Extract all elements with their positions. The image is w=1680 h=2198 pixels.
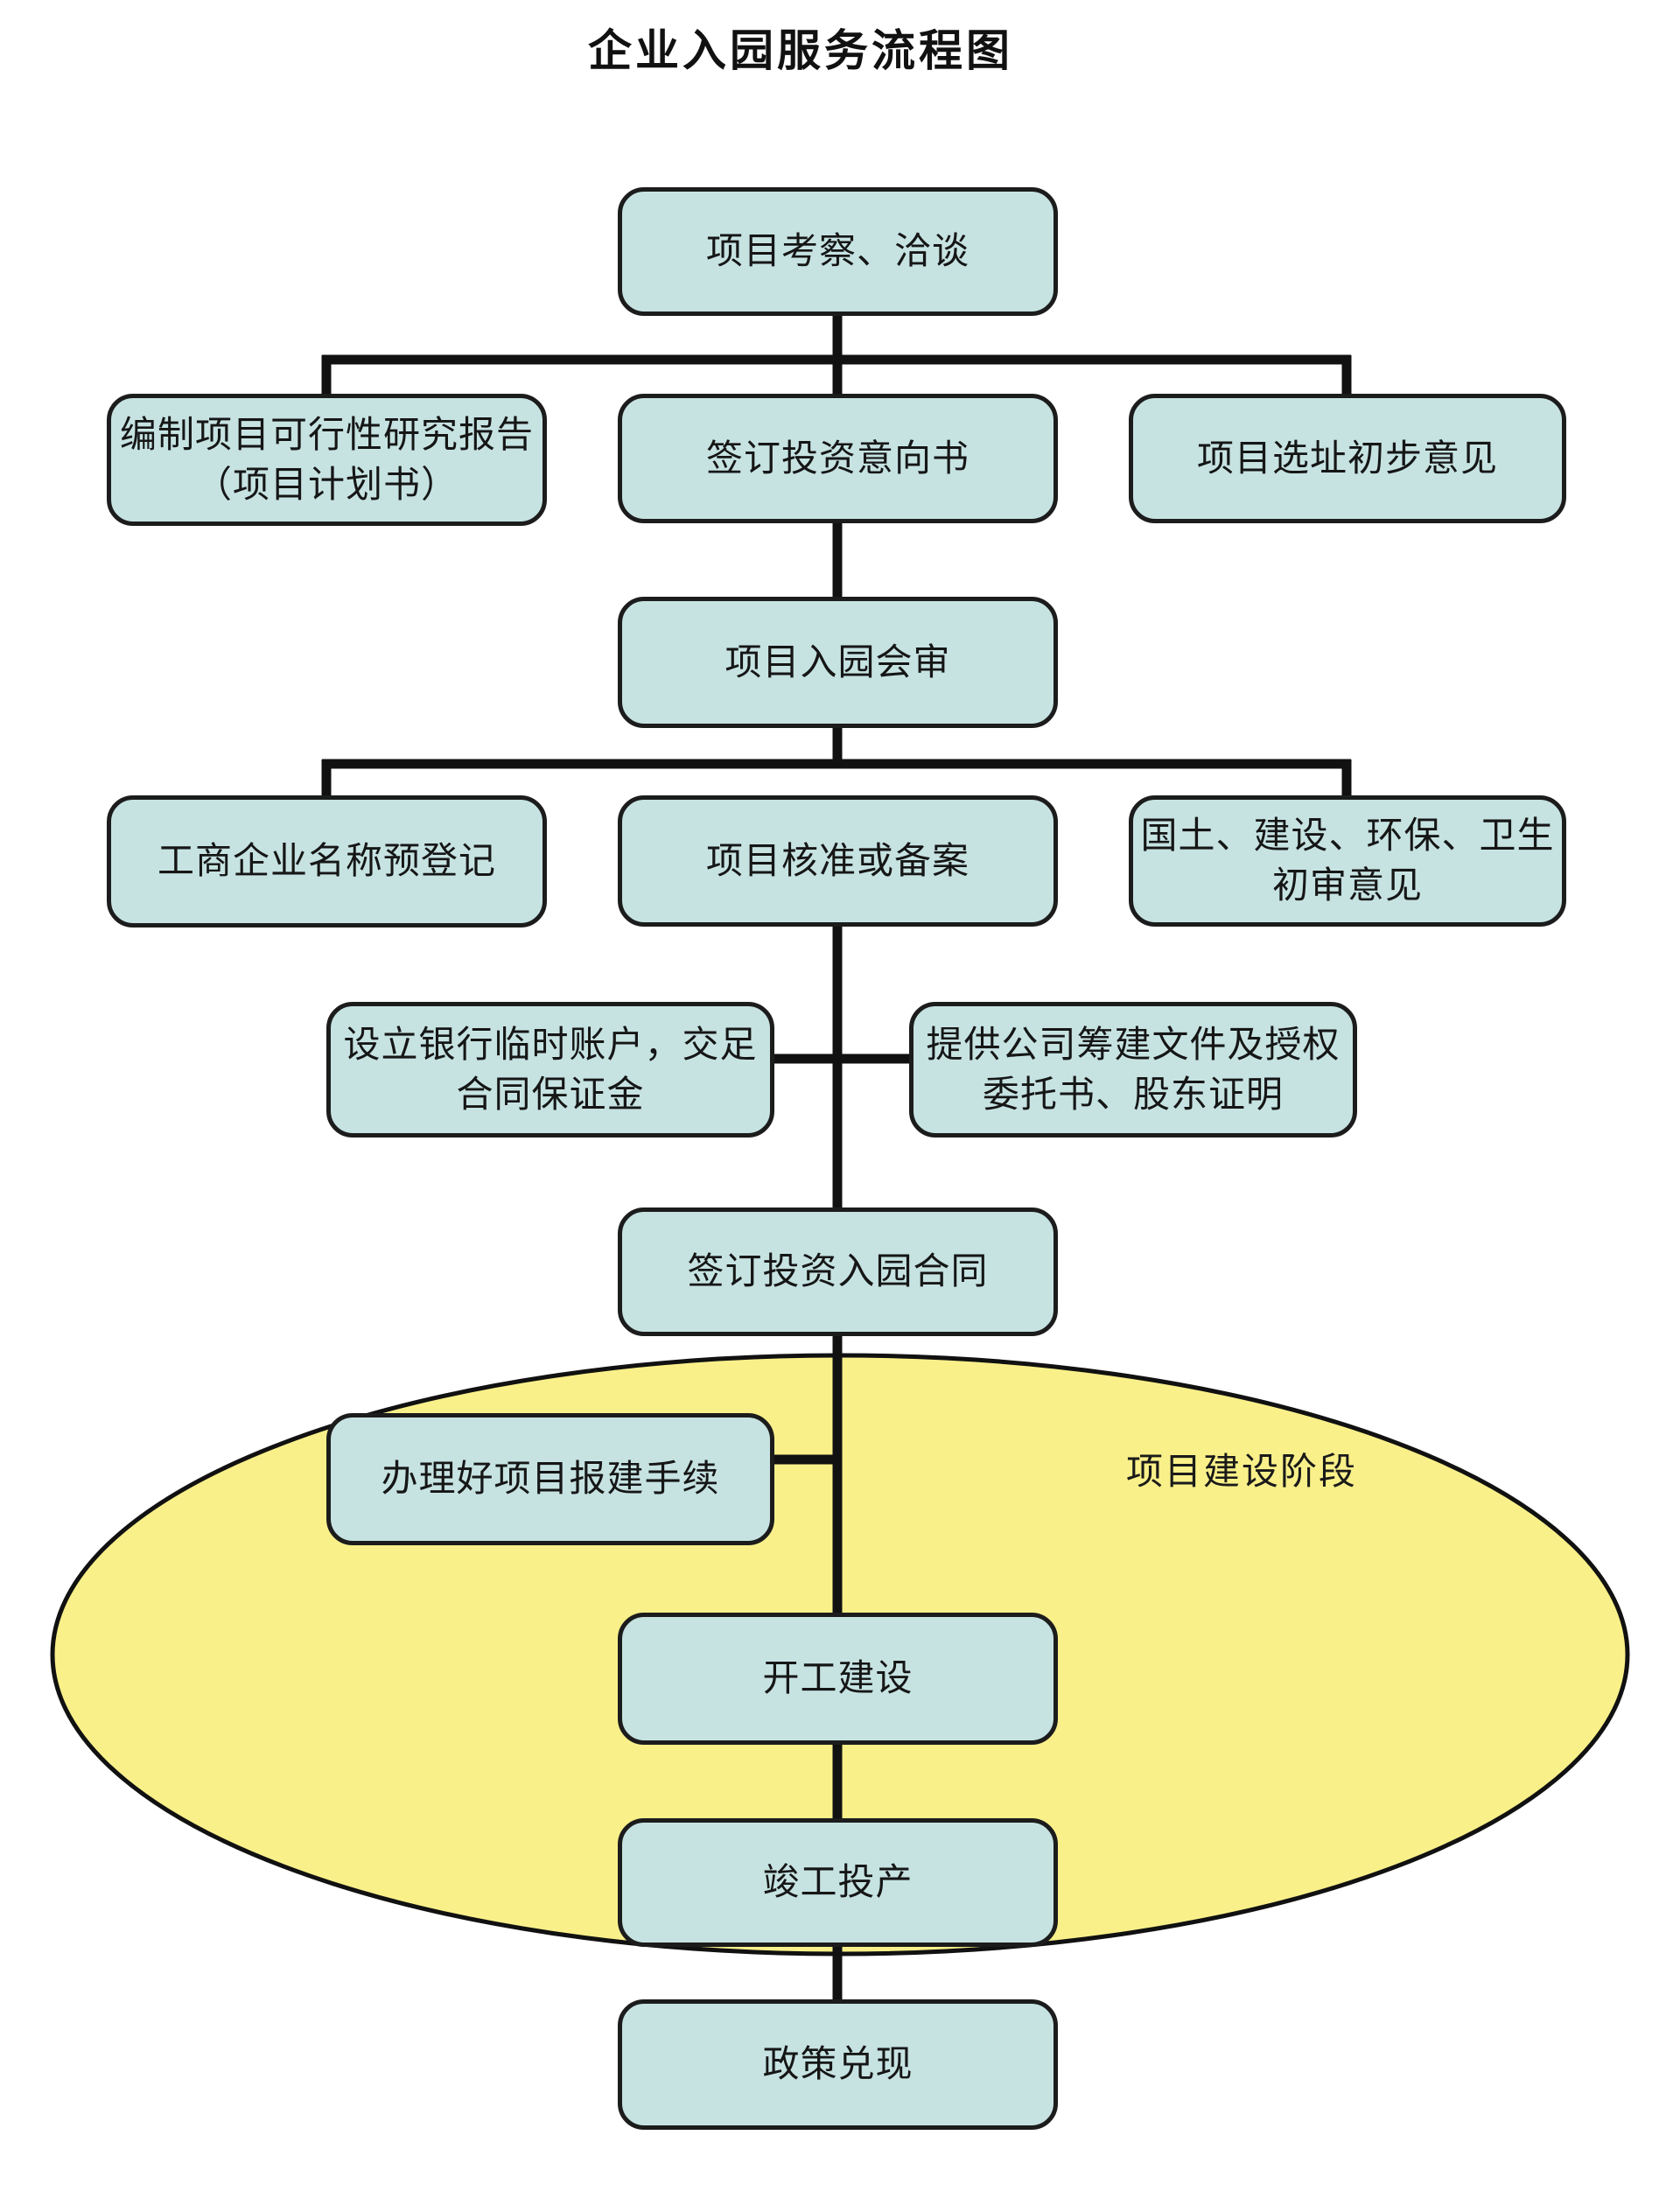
connector-group [321,313,1352,2003]
node-park-investment-contract: 签订投资入园合同 [618,1208,1058,1336]
node-policy-fulfillment: 政策兑现 [618,1999,1058,2130]
node-park-entry-review: 项目入园会审 [618,597,1058,728]
node-completion-production: 竣工投产 [618,1818,1058,1947]
node-site-selection-opinion: 项目选址初步意见 [1129,394,1566,523]
node-construction-report-procedures: 办理好项目报建手续 [326,1413,774,1545]
node-investment-intent: 签订投资意向书 [618,394,1058,523]
node-feasibility-report: 编制项目可行性研究报告 （项目计划书） [107,394,547,526]
node-business-name-preregistration: 工商企业名称预登记 [107,795,547,928]
node-company-documents: 提供公司筹建文件及授权 委托书、股东证明 [909,1002,1357,1138]
node-project-approval: 项目核准或备案 [618,795,1058,927]
node-department-preliminary-opinion: 国土、建设、环保、卫生 初审意见 [1129,795,1566,927]
node-project-survey: 项目考察、洽谈 [618,187,1058,316]
node-bank-account-deposit: 设立银行临时账户，交足 合同保证金 [326,1002,774,1138]
node-start-construction: 开工建设 [618,1613,1058,1745]
construction-phase-label: 项目建设阶段 [1126,1451,1358,1492]
diagram-title: 企业入园服务流程图 [588,26,1013,75]
